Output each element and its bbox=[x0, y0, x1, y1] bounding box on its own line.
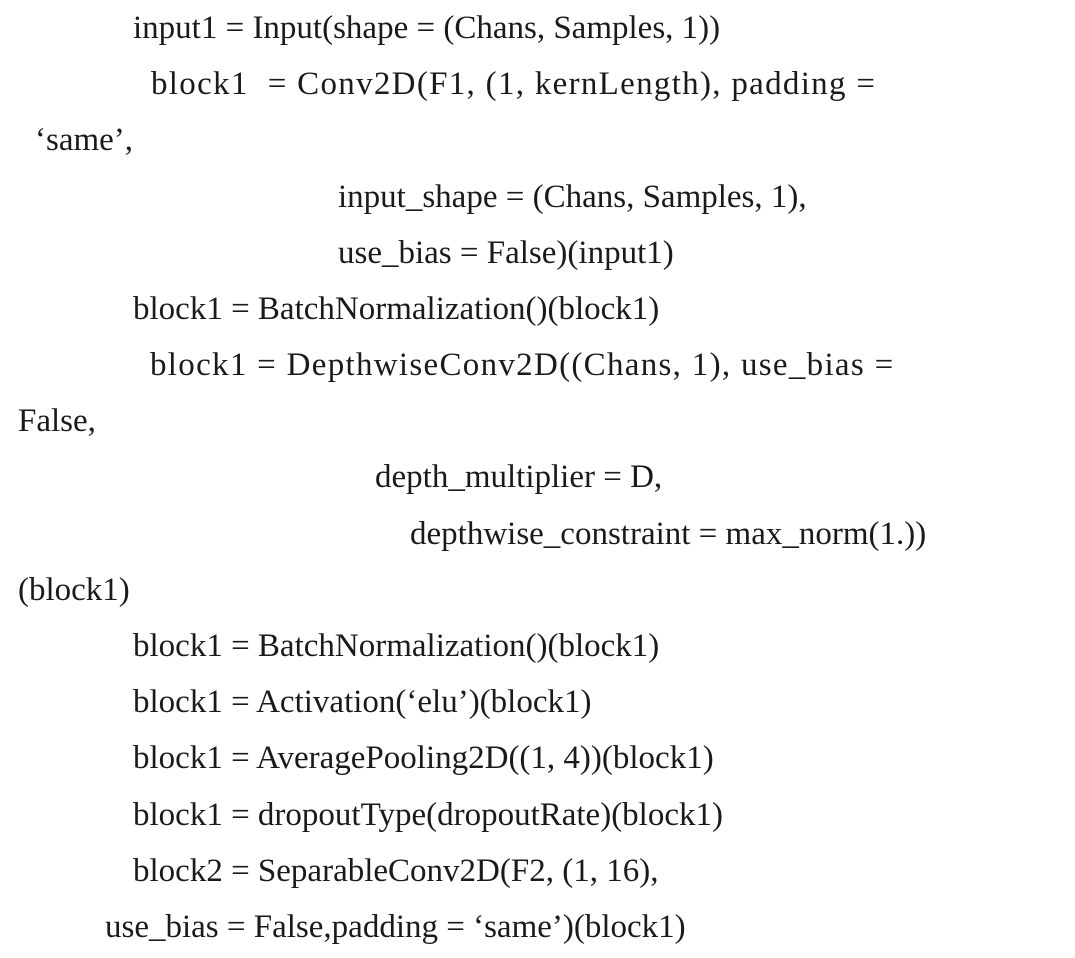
code-line-dropout: block1 = dropoutType(dropoutRate)(block1… bbox=[133, 797, 723, 833]
code-line-input1: input1 = Input(shape = (Chans, Samples, … bbox=[133, 10, 721, 46]
code-line-average-pooling: block1 = AveragePooling2D((1, 4))(block1… bbox=[133, 740, 714, 776]
code-line-separable-conv2d-args: use_bias = False,padding = ‘same’)(block… bbox=[105, 909, 686, 945]
code-line-batchnorm-1: block1 = BatchNormalization()(block1) bbox=[133, 291, 660, 327]
code-line-separable-conv2d: block2 = SeparableConv2D(F2, (1, 16), bbox=[133, 853, 659, 889]
code-line-depthwise-false: False, bbox=[18, 403, 96, 439]
code-line-depth-multiplier: depth_multiplier = D, bbox=[375, 459, 663, 495]
code-line-depthwise-constraint: depthwise_constraint = max_norm(1.)) bbox=[410, 516, 927, 552]
code-line-depthwise-conv2d: block1 = DepthwiseConv2D((Chans, 1), use… bbox=[150, 347, 895, 383]
code-line-conv2d-input-shape: input_shape = (Chans, Samples, 1), bbox=[338, 179, 807, 215]
code-line-depthwise-input: (block1) bbox=[18, 572, 130, 608]
code-line-batchnorm-2: block1 = BatchNormalization()(block1) bbox=[133, 628, 660, 664]
code-line-conv2d: block1 = Conv2D(F1, (1, kernLength), pad… bbox=[151, 66, 877, 102]
code-line-conv2d-use-bias: use_bias = False)(input1) bbox=[338, 235, 674, 271]
code-line-conv2d-padding-value: ‘same’, bbox=[35, 122, 134, 158]
code-line-activation: block1 = Activation(‘elu’)(block1) bbox=[133, 684, 592, 720]
